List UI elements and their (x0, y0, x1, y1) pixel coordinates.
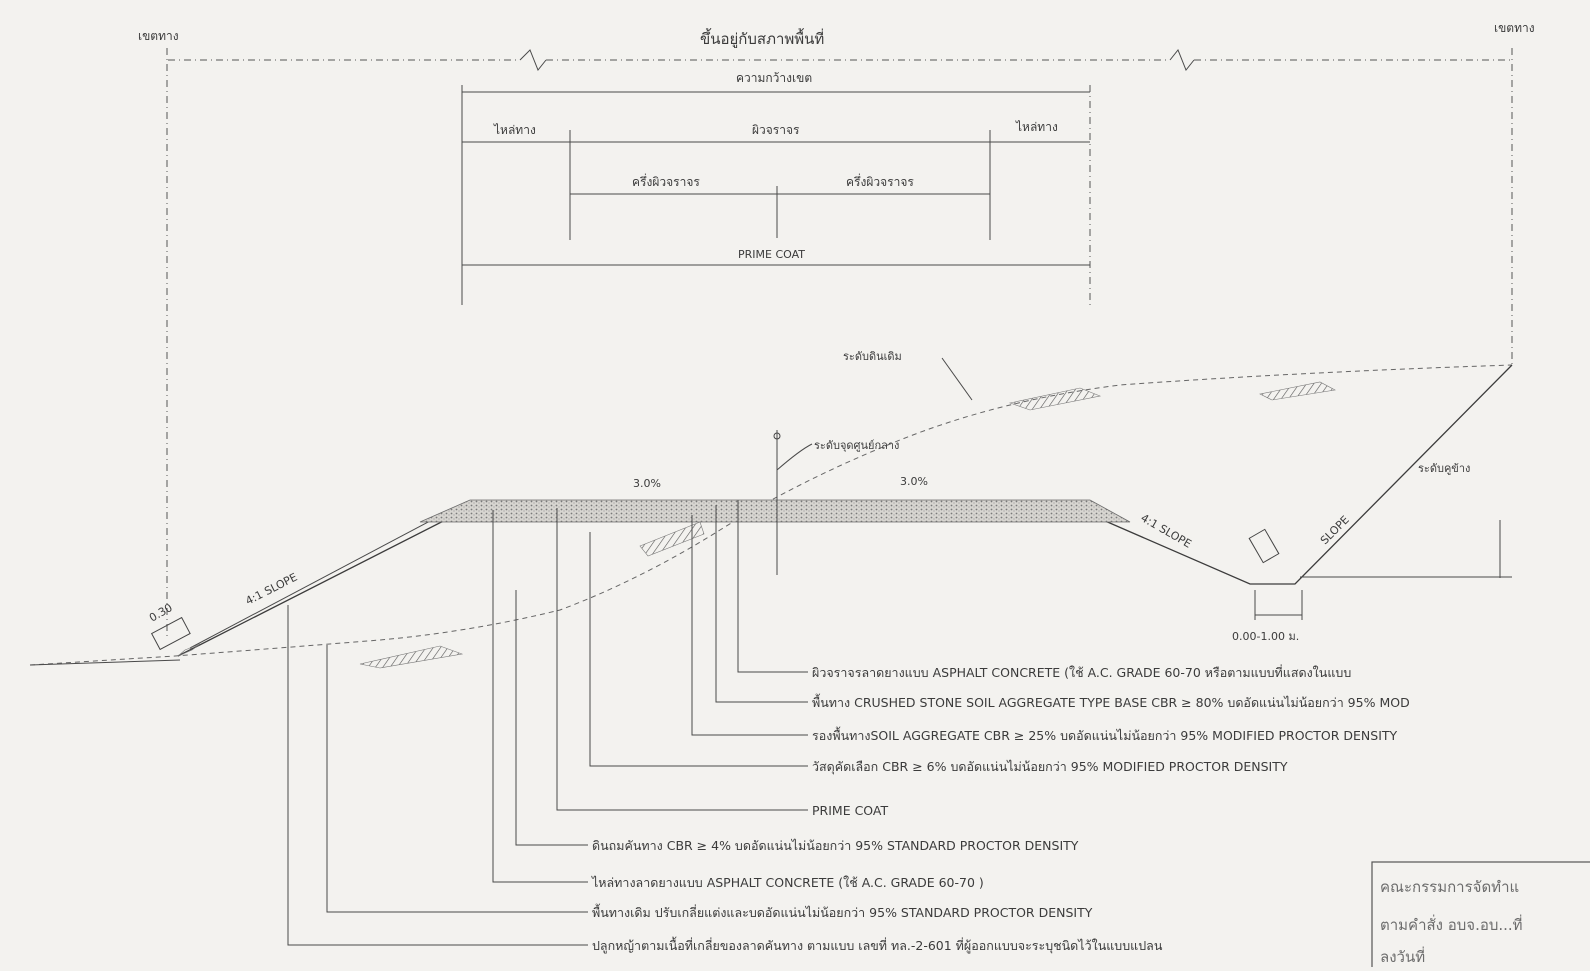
slope-left-label: 4:1 SLOPE (243, 571, 299, 608)
shoulder-right-label: ไหล่ทาง (1015, 120, 1058, 134)
pavement-label: ผิวจราจร (752, 123, 800, 137)
ground-label-leader (941, 357, 973, 401)
crossfall-right-label: 3.0% (900, 475, 928, 488)
legend: ผิวจราจรลาดยางแบบ ASPHALT CONCRETE (ใช้ … (591, 664, 1410, 954)
ground-line (29, 364, 1513, 666)
row-left-label: เขตทาง (138, 29, 179, 43)
pavement-dimension (462, 130, 1090, 266)
approval-line-2: ตามคำสั่ง อบจ.อบ...ที่ (1380, 914, 1523, 934)
row-dimension (166, 48, 1513, 640)
ditch-width-label: 0.00-1.00 ม. (1232, 630, 1299, 643)
approval-line-1: คณะกรรมการจัดทำแ (1380, 878, 1519, 896)
row-right-label: เขตทาง (1494, 21, 1535, 35)
centerline (773, 430, 813, 575)
width-dimension (461, 85, 1091, 305)
legend-item: PRIME COAT (812, 803, 888, 818)
legend-item: ผิวจราจรลาดยางแบบ ASPHALT CONCRETE (ใช้ … (812, 664, 1351, 680)
legend-item: ดินถมคันทาง CBR ≥ 4% บดอัดแน่นไม่น้อยกว่… (592, 838, 1079, 853)
legend-item: พื้นทาง CRUSHED STONE SOIL AGGREGATE TYP… (812, 693, 1410, 710)
embankment (150, 364, 1513, 657)
legend-item: ปลูกหญ้าตามเนื้อที่เกลี่ยของลาดคันทาง ตา… (592, 936, 1163, 954)
legend-leaders (287, 500, 808, 946)
ground-hatch-1 (359, 645, 464, 669)
legend-item: รองพื้นทางSOIL AGGREGATE CBR ≥ 25% บดอัด… (812, 726, 1398, 743)
ground-hatch-2 (1008, 387, 1102, 411)
centerline-label: ระดับจุดศูนย์กลาง (814, 439, 899, 452)
ground-hatch-3 (1259, 381, 1336, 401)
prime-coat-top-label: PRIME COAT (738, 248, 805, 261)
ground-hatch-4 (639, 521, 705, 557)
lane-right-label: ครึ่งผิวจราจร (846, 173, 914, 189)
approval-box: คณะกรรมการจัดทำแ ตามคำสั่ง อบจ.อบ...ที่ … (1371, 861, 1590, 971)
legend-item: ไหล่ทางลาดยางแบบ ASPHALT CONCRETE (ใช้ A… (591, 875, 984, 890)
legend-item: วัสดุคัดเลือก CBR ≥ 6% บดอัดแน่นไม่น้อยก… (812, 759, 1288, 775)
crossfall-left-label: 3.0% (633, 477, 661, 490)
lane-left-label: ครึ่งผิวจราจร (632, 173, 700, 189)
shoulder-left-label: ไหล่ทาง (493, 123, 536, 137)
approval-line-3: ลงวันที่ (1380, 946, 1425, 966)
terrain-label: ขึ้นอยู่กับสภาพพื้นที่ (700, 28, 824, 48)
ground-label: ระดับดินเดิม (843, 350, 902, 363)
ditch-label: ระดับคูข้าง (1418, 462, 1470, 475)
legend-item: พื้นทางเดิม ปรับเกลี่ยแต่งและบดอัดแน่นไม… (592, 903, 1093, 920)
toe-dim-label: 0.30 (147, 601, 175, 625)
slope-right-label: SLOPE (1318, 513, 1352, 547)
slope-side-label: 4:1 SLOPE (1139, 511, 1194, 550)
width-label: ความกว้างเขต (736, 71, 812, 85)
